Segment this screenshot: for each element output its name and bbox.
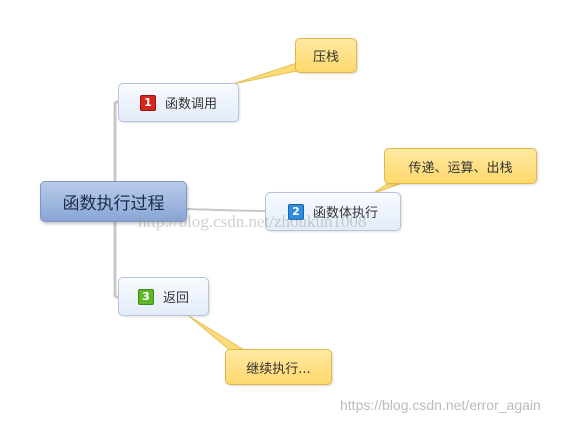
note-continue[interactable]: 继续执行... (225, 349, 332, 385)
note-label: 压栈 (312, 50, 339, 65)
branch-to-topic-2 (186, 208, 266, 212)
note-pass-compute-pop[interactable]: 传递、运算、出栈 (384, 148, 537, 184)
priority-3-icon: 3 (137, 288, 154, 305)
topic-label: 函数调用 (164, 97, 217, 112)
priority-1-icon: 1 (139, 94, 156, 111)
topic-function-body[interactable]: 2 函数体执行 (265, 192, 401, 231)
note-push-stack[interactable]: 压栈 (295, 38, 357, 73)
note-label: 传递、运算、出栈 (408, 160, 513, 176)
priority-2-icon: 2 (287, 203, 304, 220)
callout-note-1 (232, 61, 303, 85)
note-label: 继续执行... (246, 361, 311, 377)
topic-label: 函数体执行 (312, 206, 378, 221)
topic-return[interactable]: 3 返回 (118, 277, 209, 316)
root-topic[interactable]: 函数执行过程 (40, 181, 187, 222)
watermark-bottom: https://blog.csdn.net/error_again (340, 397, 541, 413)
topic-function-call[interactable]: 1 函数调用 (118, 83, 239, 122)
watermark-center: http://blog.csdn.net/zhoukun1008 (138, 212, 367, 231)
topic-label: 返回 (162, 291, 189, 306)
root-topic-label: 函数执行过程 (62, 194, 165, 214)
callout-note-3 (188, 315, 246, 353)
